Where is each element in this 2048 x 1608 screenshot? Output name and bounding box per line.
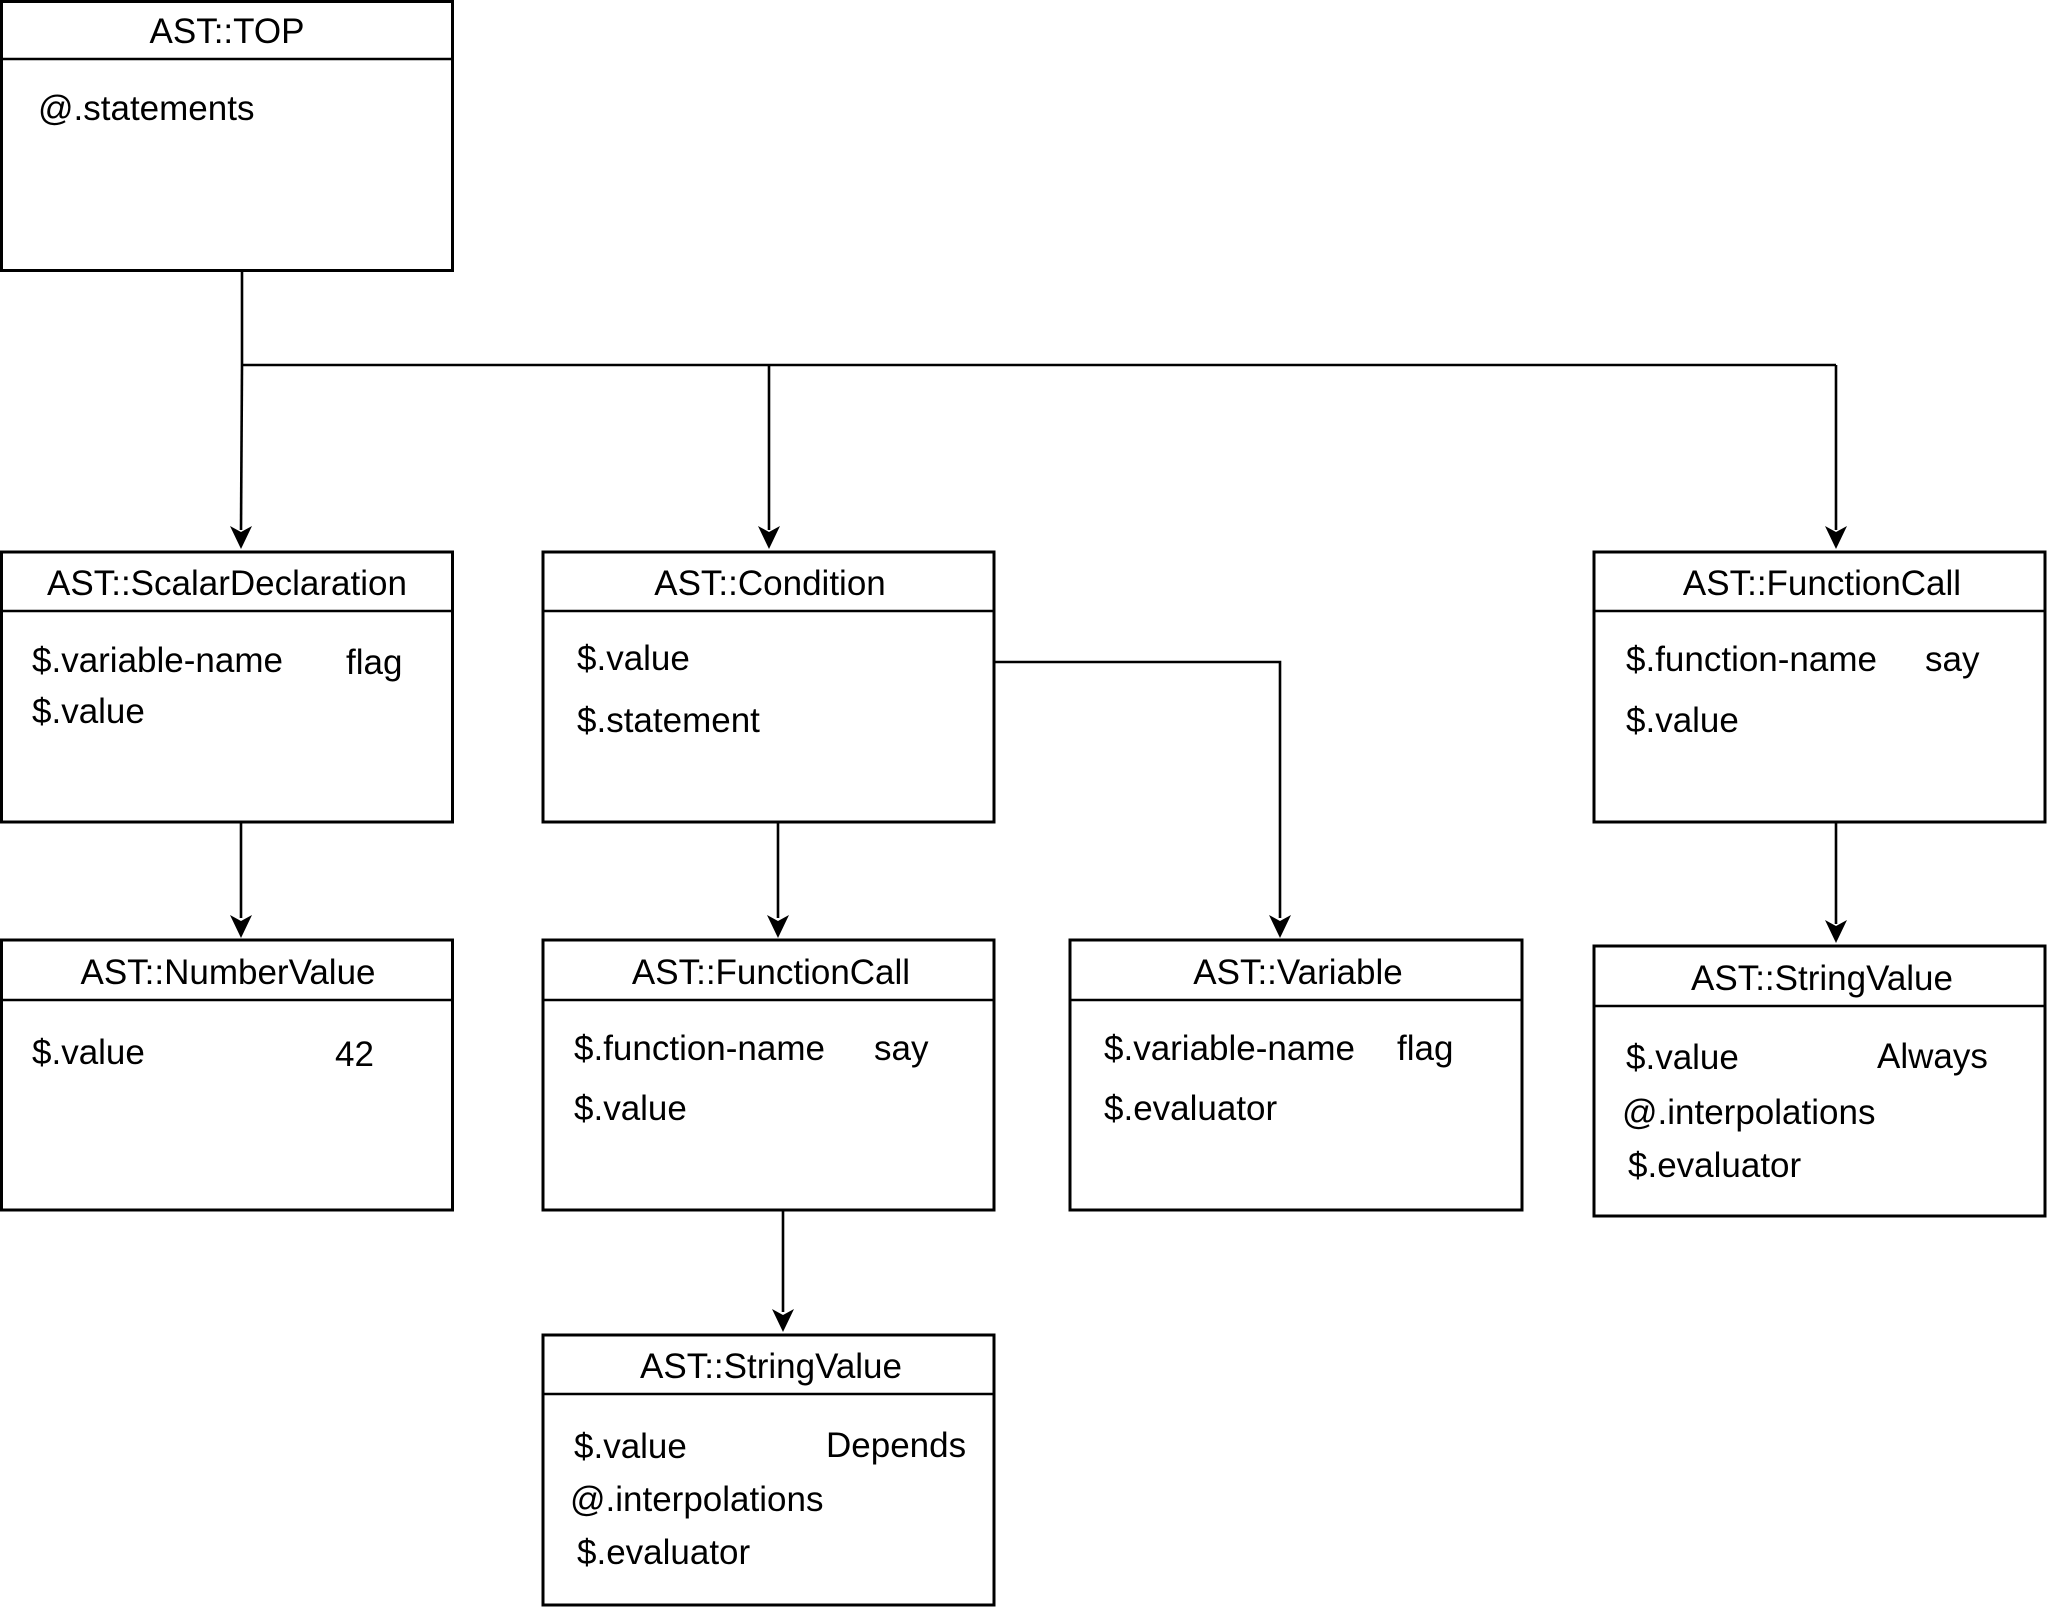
node-variable: AST::Variable $.variable-name flag $.eva… <box>1068 938 1524 1212</box>
field-value-value: Always <box>1877 1037 1988 1076</box>
node-title: AST::Variable <box>1193 953 1402 992</box>
field-evaluator: $.evaluator <box>1628 1146 1802 1185</box>
arrowhead <box>767 915 789 938</box>
field-value: $.value <box>1626 1038 1739 1077</box>
field-statements: @.statements <box>38 89 254 128</box>
node-function-call-depends: AST::FunctionCall $.function-name say $.… <box>541 938 996 1212</box>
node-top: AST::TOP @.statements <box>0 0 454 272</box>
field-value-value: Depends <box>826 1426 966 1465</box>
field-value: $.value <box>32 692 145 731</box>
arrowhead <box>1825 526 1847 549</box>
node-condition: AST::Condition $.value $.statement <box>541 550 996 824</box>
edge-top-to-scalar-declaration <box>239 364 244 531</box>
field-value: $.value <box>574 1427 687 1466</box>
field-variable-name: $.variable-name <box>32 641 283 680</box>
field-value-value: 42 <box>335 1035 374 1074</box>
node-function-call-always: AST::FunctionCall $.function-name say $.… <box>1592 550 2047 824</box>
field-value: $.value <box>574 1089 687 1128</box>
node-scalar-declaration: AST::ScalarDeclaration $.variable-name f… <box>0 550 454 824</box>
node-string-value-depends: AST::StringValue $.value Depends @.inter… <box>541 1333 996 1607</box>
node-title: AST::NumberValue <box>80 953 375 992</box>
field-statement: $.statement <box>577 701 760 740</box>
node-title: AST::Condition <box>654 564 886 603</box>
node-title: AST::FunctionCall <box>632 953 910 992</box>
arrowhead <box>1269 915 1291 938</box>
field-value: $.value <box>577 639 690 678</box>
node-title: AST::FunctionCall <box>1683 564 1961 603</box>
field-function-name: $.function-name <box>1626 640 1877 679</box>
arrowhead <box>772 1309 794 1332</box>
node-number-value: AST::NumberValue $.value 42 <box>0 938 454 1212</box>
field-variable-name-value: flag <box>346 643 402 682</box>
field-evaluator: $.evaluator <box>1104 1089 1278 1128</box>
node-string-value-always: AST::StringValue $.value Always @.interp… <box>1592 944 2047 1218</box>
field-function-name: $.function-name <box>574 1029 825 1068</box>
field-function-name-value: say <box>874 1029 929 1068</box>
node-title: AST::ScalarDeclaration <box>47 564 407 603</box>
field-variable-name: $.variable-name <box>1104 1029 1355 1068</box>
field-value: $.value <box>32 1033 145 1072</box>
arrowhead <box>230 915 252 938</box>
arrowhead <box>758 526 780 549</box>
node-title: AST::TOP <box>150 12 305 51</box>
arrowhead <box>230 526 252 549</box>
node-title: AST::StringValue <box>640 1347 902 1386</box>
node-title: AST::StringValue <box>1691 959 1953 998</box>
field-interpolations: @.interpolations <box>570 1480 823 1519</box>
arrowhead <box>1825 920 1847 943</box>
field-function-name-value: say <box>1925 640 1980 679</box>
field-variable-name-value: flag <box>1397 1029 1453 1068</box>
field-value: $.value <box>1626 701 1739 740</box>
field-interpolations: @.interpolations <box>1622 1093 1875 1132</box>
field-evaluator: $.evaluator <box>577 1533 751 1572</box>
